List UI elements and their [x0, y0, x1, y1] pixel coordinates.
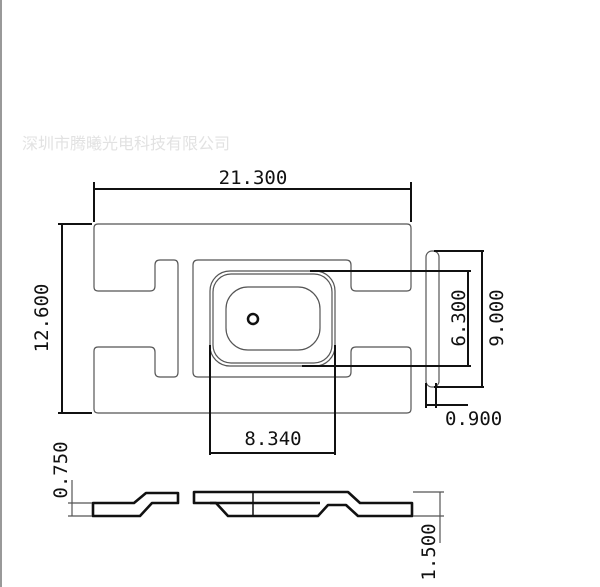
svg-text:8.340: 8.340: [244, 428, 301, 450]
dim-thickness: 1.500: [413, 491, 444, 581]
dim-lens-height: 6.300: [302, 270, 471, 367]
polarity-mark: [246, 312, 260, 326]
top-view: [93, 223, 440, 414]
side-strip: [425, 250, 440, 388]
dim-strip-width: 0.900: [425, 383, 502, 430]
svg-text:0.750: 0.750: [50, 441, 72, 498]
watermark: 深圳市腾曦光电科技有限公司: [22, 134, 230, 153]
left-lead-profile: [91, 491, 180, 518]
lens-outer-inner-edge: [212, 273, 333, 364]
dim-strip-height: 9.000: [434, 250, 508, 388]
svg-text:1.500: 1.500: [418, 523, 440, 580]
svg-text:21.300: 21.300: [219, 167, 288, 189]
dim-length: 21.300: [93, 167, 412, 222]
body-outline: [93, 223, 412, 414]
dim-width: 12.600: [31, 223, 92, 414]
dim-step: 0.750: [50, 441, 92, 517]
svg-text:6.300: 6.300: [448, 289, 470, 346]
svg-text:0.900: 0.900: [445, 408, 502, 430]
svg-text:12.600: 12.600: [31, 284, 53, 353]
lens-inner: [225, 286, 321, 351]
lens-outer: [209, 270, 336, 367]
dim-lens-width: 8.340: [209, 345, 336, 455]
side-view: [91, 490, 414, 518]
svg-text:9.000: 9.000: [486, 289, 508, 346]
